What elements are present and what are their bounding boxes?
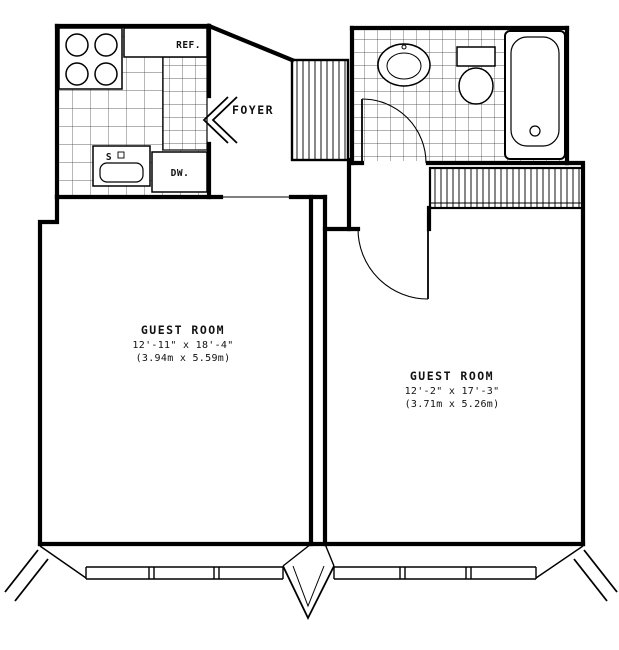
right-room-dimensions-metric: (3.71m x 5.26m) bbox=[405, 399, 500, 410]
refrigerator-label: REF. bbox=[176, 40, 201, 51]
kitchen: REF. S DW. bbox=[58, 27, 208, 193]
refrigerator: REF. bbox=[123, 27, 208, 58]
stove bbox=[58, 27, 123, 90]
left-room-name: GUEST ROOM bbox=[141, 323, 225, 337]
entry-door bbox=[202, 96, 238, 144]
stove-burner bbox=[65, 62, 89, 86]
dishwasher-label: DW. bbox=[171, 168, 190, 179]
kitchen-sink: S bbox=[92, 145, 151, 187]
right-room-name: GUEST ROOM bbox=[410, 369, 494, 383]
stove-burner bbox=[94, 33, 118, 57]
center-pier bbox=[282, 565, 335, 621]
bathtub bbox=[504, 30, 566, 160]
party-wall-stubs bbox=[4, 549, 618, 602]
window-band-left bbox=[85, 566, 284, 580]
sink-label: S bbox=[106, 152, 112, 163]
window-jamb-diagonals bbox=[39, 543, 584, 579]
bathroom bbox=[361, 30, 566, 164]
lavatory-sink bbox=[377, 43, 431, 87]
dishwasher: DW. bbox=[151, 151, 208, 193]
left-guest-room-label: GUEST ROOM 12'-11" x 18'-4" (3.94m x 5.5… bbox=[132, 323, 233, 364]
walls bbox=[37, 23, 586, 547]
left-room-dimensions-metric: (3.94m x 5.59m) bbox=[136, 353, 231, 364]
window-band-right bbox=[333, 566, 537, 580]
right-guest-room-label: GUEST ROOM 12'-2" x 17'-3" (3.71m x 5.26… bbox=[405, 369, 500, 410]
stove-burner bbox=[94, 62, 118, 86]
foyer-label: FOYER bbox=[232, 103, 274, 117]
kitchen-counter bbox=[162, 56, 208, 151]
bathroom-door bbox=[361, 98, 427, 164]
stove-burner bbox=[65, 33, 89, 57]
toilet bbox=[456, 46, 496, 105]
left-room-dimensions-imperial: 12'-11" x 18'-4" bbox=[132, 340, 233, 351]
guest-room-closet bbox=[428, 166, 585, 210]
bedroom-door bbox=[357, 228, 429, 300]
right-room-dimensions-imperial: 12'-2" x 17'-3" bbox=[405, 386, 500, 397]
foyer-closet bbox=[290, 58, 350, 162]
windows bbox=[4, 543, 618, 621]
